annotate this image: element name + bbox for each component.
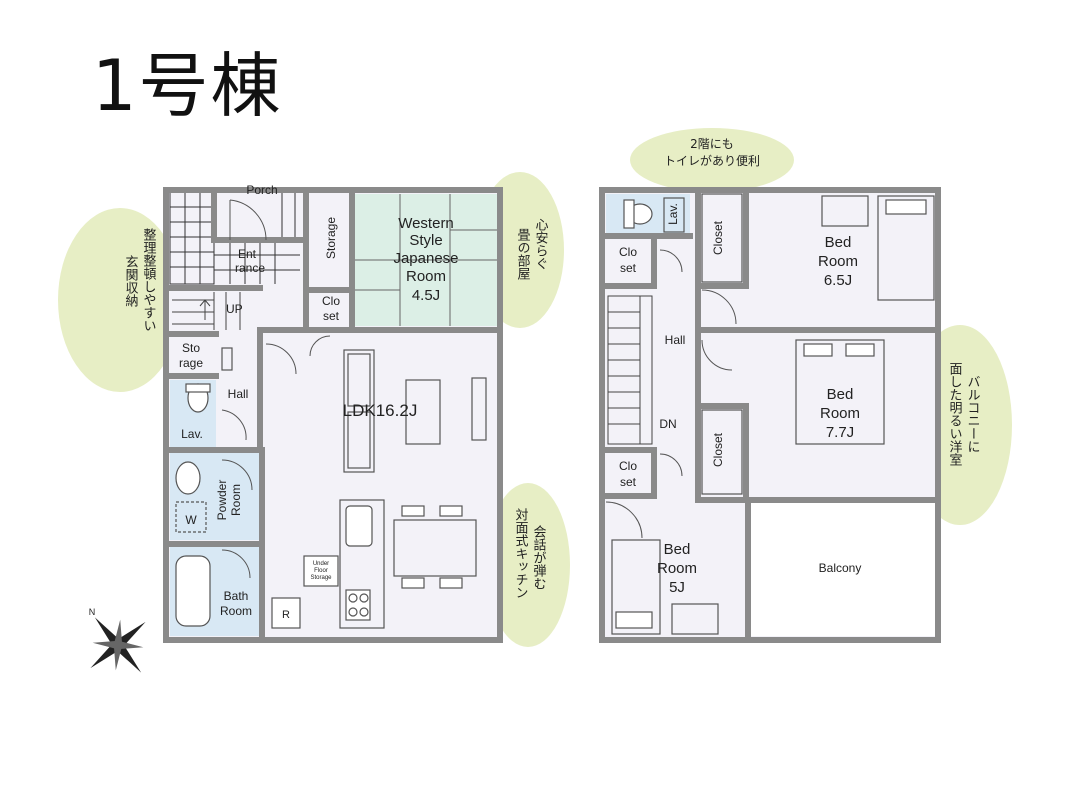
closet-small-bottom-label-2: set bbox=[620, 475, 637, 489]
bed-b-label-1: Bed bbox=[827, 386, 854, 403]
callout-kitchen-line1: 会話が弾む bbox=[531, 525, 547, 590]
closet-small-top-label-2: set bbox=[620, 261, 637, 275]
svg-text:N: N bbox=[89, 607, 96, 617]
dn-label: DN bbox=[659, 417, 676, 431]
bath-room-label-2: Room bbox=[220, 604, 252, 618]
storage-top-label: Storage bbox=[324, 217, 338, 259]
floor1-doors bbox=[221, 199, 331, 579]
entrance-label-2: rance bbox=[235, 261, 265, 275]
ldk-label: LDK16.2J bbox=[343, 401, 418, 420]
washer-label: W bbox=[185, 513, 197, 527]
floor1-labels: Porch Ent rance Storage Western Style Ja… bbox=[179, 183, 459, 621]
floor2-hall-label: Hall bbox=[665, 333, 686, 347]
floor2-walls bbox=[599, 187, 941, 643]
floor-1: Porch Ent rance Storage Western Style Ja… bbox=[163, 183, 503, 643]
floor2-fixtures bbox=[611, 193, 935, 635]
floor2-doors bbox=[605, 249, 737, 539]
closet-small-bottom-label-1: Clo bbox=[619, 459, 637, 473]
western-room-label-3: Japanese bbox=[393, 250, 458, 267]
callout-toilet-line2: トイレがあり便利 bbox=[664, 153, 760, 168]
bath-room-label-1: Bath bbox=[224, 589, 249, 603]
balcony-fill bbox=[750, 502, 936, 636]
floor1-fixtures bbox=[175, 347, 487, 629]
callout-bubble-kitchen bbox=[486, 483, 570, 647]
bed-c-label-3: 5J bbox=[669, 579, 685, 596]
under-floor-label-1: Under bbox=[313, 561, 329, 567]
closet-small-top-label-1: Clo bbox=[619, 245, 637, 259]
bed-c-label-1: Bed bbox=[664, 541, 691, 558]
floor-2: Lav. Closet Bed Room 6.5J Clo set Hall B… bbox=[599, 187, 941, 643]
western-room-label-2: Style bbox=[409, 232, 442, 249]
bed-c-label-2: Room bbox=[657, 560, 697, 577]
callout-storage-line1: 整理整頓しやすい bbox=[141, 228, 157, 332]
callout-storage-line2: 玄関収納 bbox=[123, 255, 139, 308]
western-room-label-5: 4.5J bbox=[412, 287, 440, 304]
floor2-lav-label: Lav. bbox=[666, 203, 680, 225]
tatami-lines bbox=[354, 194, 498, 326]
lav-label: Lav. bbox=[181, 427, 203, 441]
floor1-walls bbox=[163, 187, 503, 643]
entrance-tiles bbox=[169, 191, 300, 285]
entrance-label-1: Ent bbox=[238, 247, 257, 261]
porch-label: Porch bbox=[246, 183, 277, 197]
powder-room-label-2: Room bbox=[229, 484, 243, 516]
storage-small-label-1: Sto bbox=[182, 341, 200, 355]
closet-label-1: Clo bbox=[322, 294, 340, 308]
bed-b-label-2: Room bbox=[820, 405, 860, 422]
powder-room-label-1: Powder bbox=[215, 480, 229, 521]
bed-a-label-3: 6.5J bbox=[824, 272, 852, 289]
western-room-label-1: Western bbox=[398, 215, 454, 232]
floor2-labels: Lav. Closet Bed Room 6.5J Clo set Hall B… bbox=[619, 203, 861, 596]
closet-mid-label: Closet bbox=[711, 432, 725, 467]
page-title: 1号棟 bbox=[92, 45, 283, 127]
western-room-label-4: Room bbox=[406, 268, 446, 285]
compass-icon: N bbox=[89, 607, 146, 673]
under-floor-label-2: Floor bbox=[314, 568, 328, 574]
balcony-label: Balcony bbox=[819, 561, 862, 575]
storage-small-label-2: rage bbox=[179, 356, 203, 370]
callout-texts: 整理整頓しやすい 玄関収納 心安らぐ 畳の部屋 会話が弾む 対面式キッチン 2階… bbox=[123, 136, 981, 599]
closet-top-label: Closet bbox=[711, 220, 725, 255]
callout-bubble-toilet bbox=[630, 128, 794, 192]
bed-b-label-3: 7.7J bbox=[826, 424, 854, 441]
floor2-stairs bbox=[607, 295, 653, 445]
bed-a-label-2: Room bbox=[818, 253, 858, 270]
callout-tatami-line1: 心安らぐ bbox=[533, 218, 549, 270]
callout-balcony-line1: バルコニーに bbox=[965, 375, 981, 453]
floor1-stairs bbox=[172, 292, 241, 330]
under-floor-label-3: Storage bbox=[310, 575, 332, 581]
callout-balcony-line2: 面した明るい洋室 bbox=[947, 362, 963, 466]
callout-toilet-line1: 2階にも bbox=[690, 136, 734, 151]
hall-label: Hall bbox=[228, 387, 249, 401]
closet-label-2: set bbox=[323, 309, 340, 323]
callout-bubble-storage bbox=[58, 208, 182, 392]
callout-tatami-line2: 畳の部屋 bbox=[515, 228, 531, 281]
bed-a-label-1: Bed bbox=[825, 234, 852, 251]
fridge-label: R bbox=[282, 609, 290, 621]
up-label: UP bbox=[226, 302, 243, 316]
callout-kitchen-line2: 対面式キッチン bbox=[513, 508, 529, 599]
